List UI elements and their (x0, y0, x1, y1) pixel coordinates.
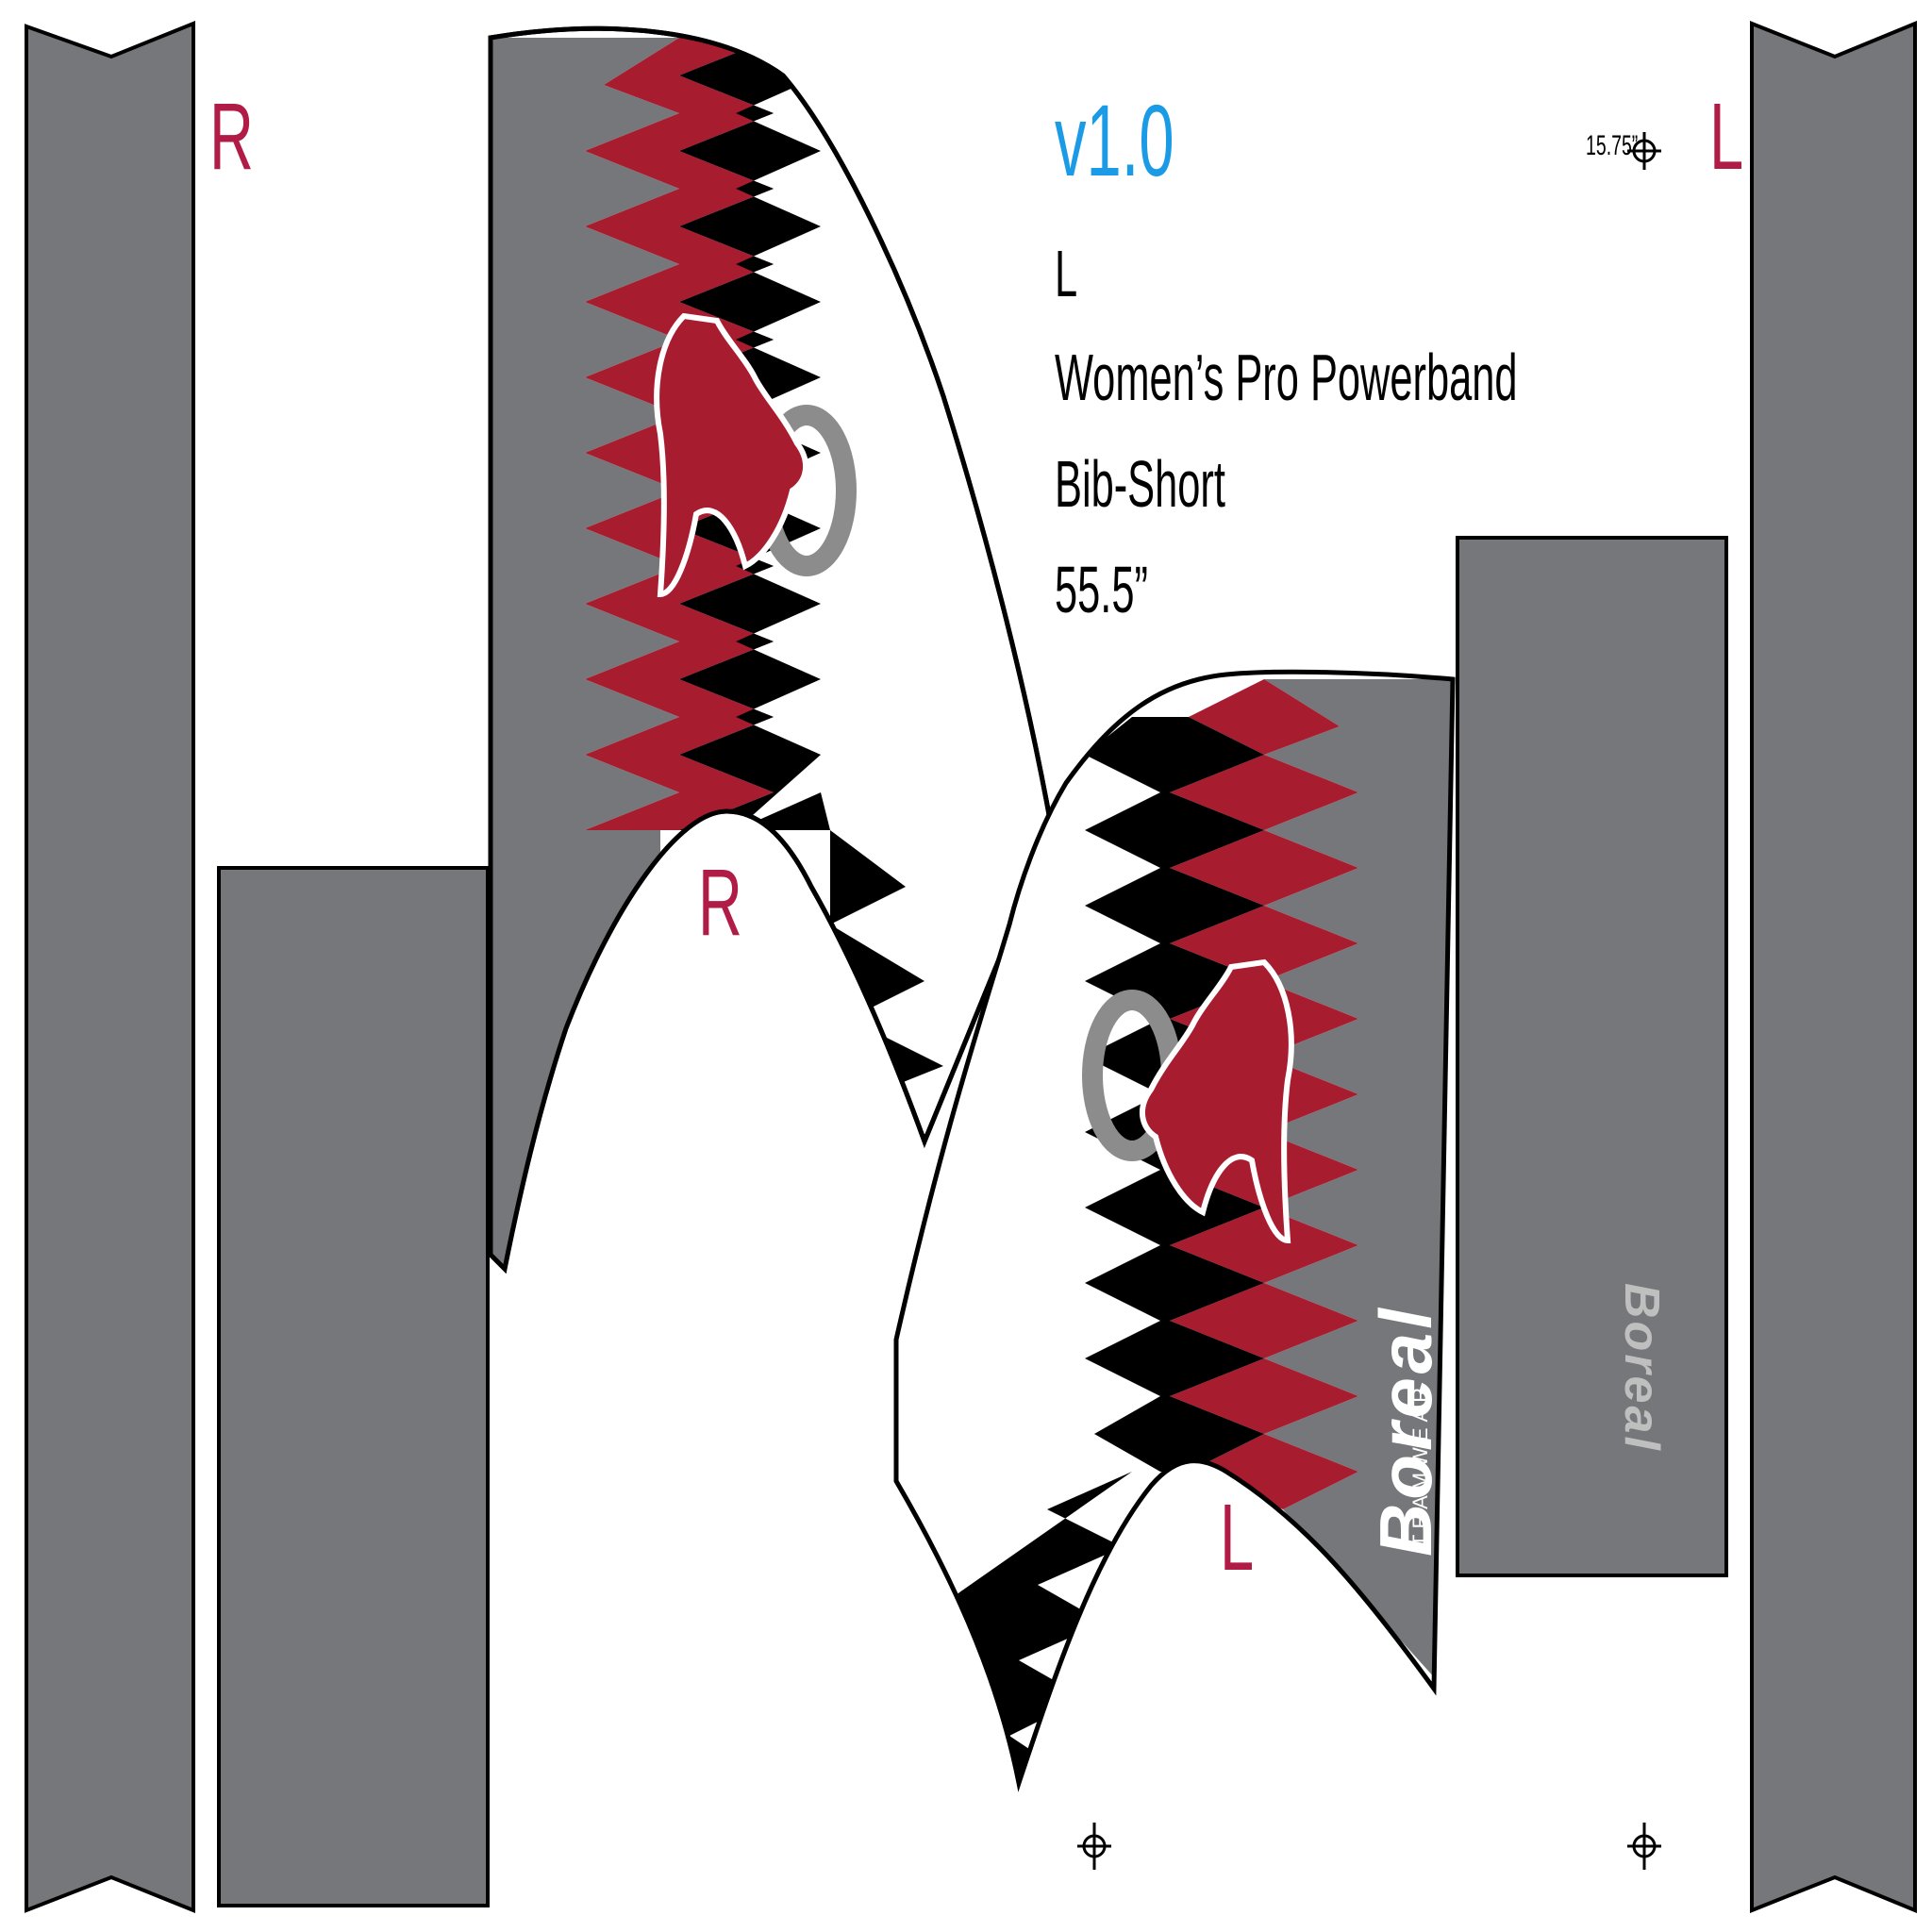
brand-logo-icon: Boreal (1364, 1305, 1447, 1557)
version-label: v1.0 (1055, 83, 1174, 197)
product-name-line1: Women’s Pro Powerband (1055, 341, 1518, 414)
right-leg-panel (488, 25, 1055, 1274)
left-strap-panel (25, 21, 195, 1913)
registration-mark-icon (1077, 1823, 1111, 1870)
brand-subtitle: TEAMWEAR (1408, 1381, 1432, 1547)
registration-mark-icon (1627, 132, 1661, 170)
waist-measurement: 15.75” (1586, 130, 1639, 161)
right-strap-panel (1750, 21, 1917, 1913)
size-label: L (1055, 237, 1078, 310)
registration-mark-icon (1627, 1823, 1661, 1870)
cyclist-silhouette-icon (1140, 958, 1294, 1244)
right-panel-letter: R (209, 84, 254, 190)
length-label: 55.5” (1055, 553, 1148, 626)
right-leg-letter: R (698, 850, 742, 956)
left-panel-letter: L (1709, 84, 1744, 190)
product-name-line2: Bib-Short (1055, 447, 1225, 521)
right-side-panel (1456, 536, 1728, 1577)
left-side-panel (217, 866, 490, 1907)
side-panel-logo: Boreal (1614, 1283, 1669, 1453)
left-leg-panel (893, 669, 1456, 1792)
cyclist-silhouette-icon (654, 312, 808, 598)
left-leg-letter: L (1220, 1485, 1255, 1591)
